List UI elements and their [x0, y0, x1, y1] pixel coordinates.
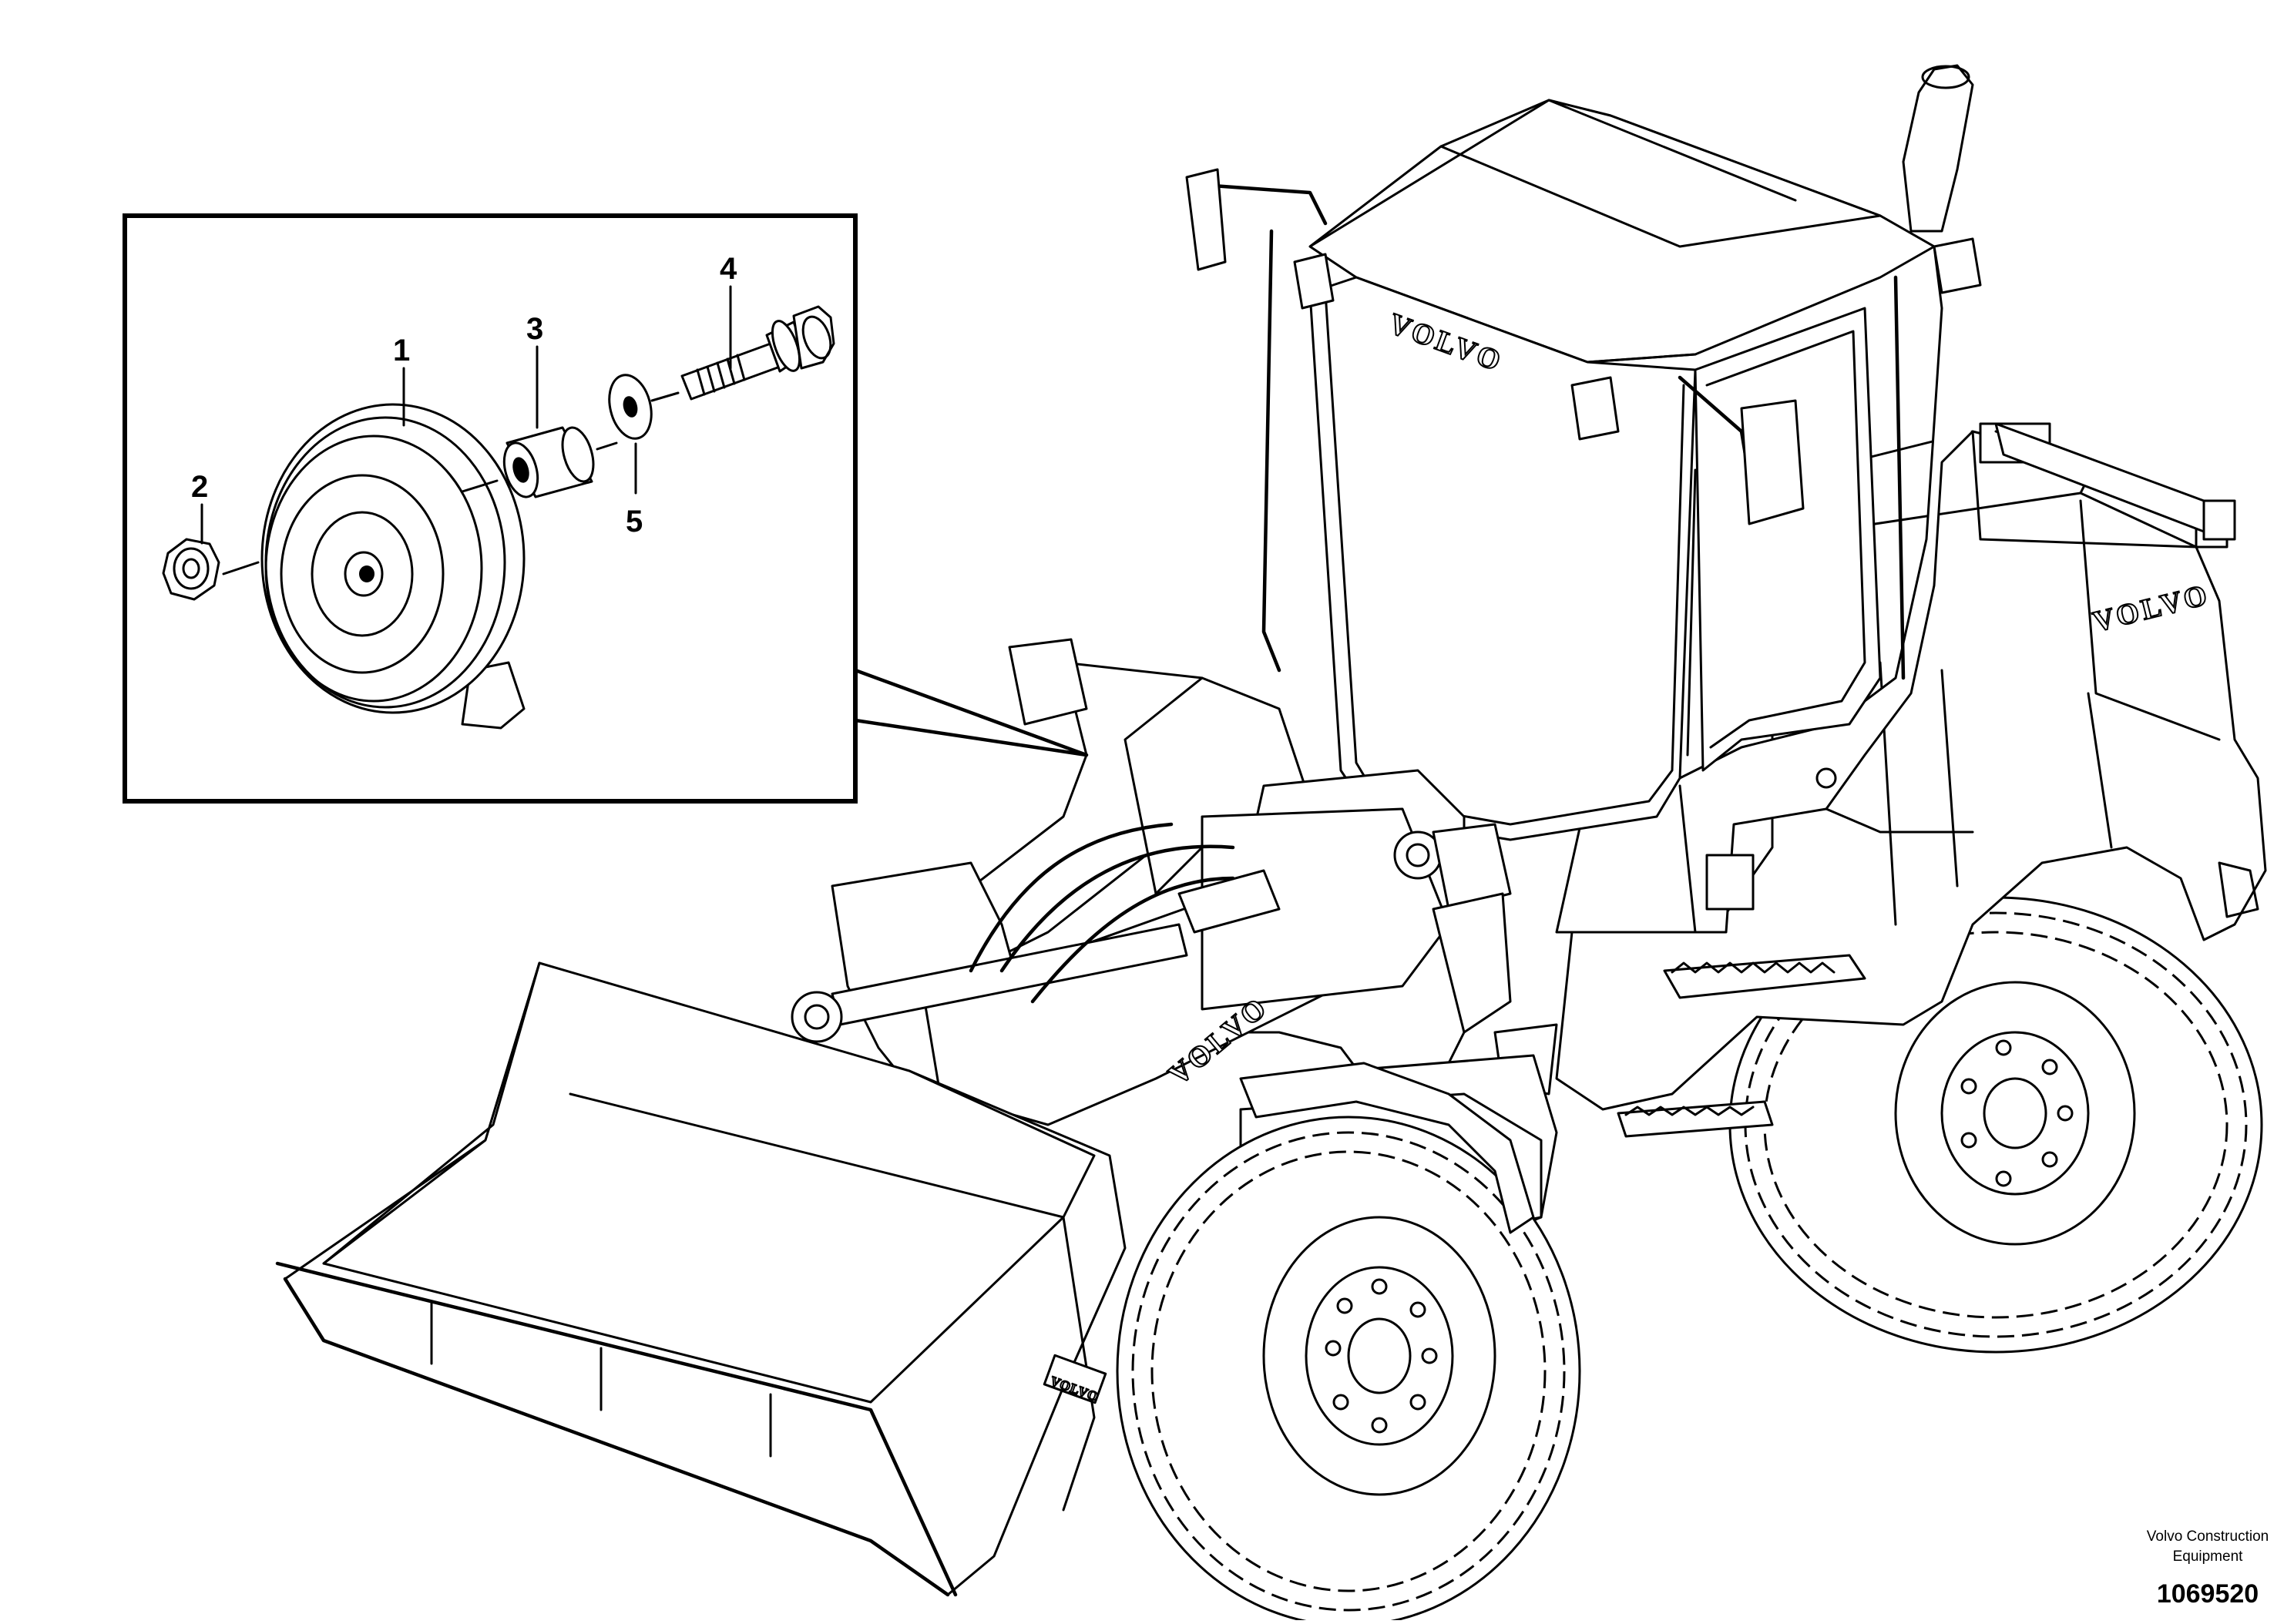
front-wheel: [1116, 1062, 1581, 1624]
part-horn: [260, 403, 526, 730]
callout-2: 2: [191, 470, 208, 504]
lift-arms: VOLVO: [791, 638, 1558, 1234]
part-spacer-sleeve: [461, 426, 618, 498]
detail-leader-line: [853, 668, 1089, 757]
part-washer: [608, 374, 680, 440]
callout-3: 3: [526, 312, 543, 346]
company-name-line1: Volvo Construction: [2147, 1528, 2269, 1545]
illustration-number: 1069520: [2157, 1579, 2259, 1609]
horn-detail-view: 1 2 3 4 5: [123, 213, 858, 804]
callout-1: 1: [393, 334, 410, 367]
footer: Volvo Construction Equipment 1069520: [2147, 1528, 2269, 1609]
callout-4: 4: [720, 252, 737, 286]
callout-5: 5: [626, 505, 643, 539]
wheel-loader-drawing: VOLVO VOLVO: [275, 64, 2267, 1624]
cab: VOLVO: [1185, 64, 2236, 934]
part-flange-screw: [680, 305, 835, 401]
company-name-line2: Equipment: [2173, 1549, 2244, 1565]
bucket: VOLVO: [275, 961, 1127, 1597]
part-nut: [162, 538, 260, 601]
